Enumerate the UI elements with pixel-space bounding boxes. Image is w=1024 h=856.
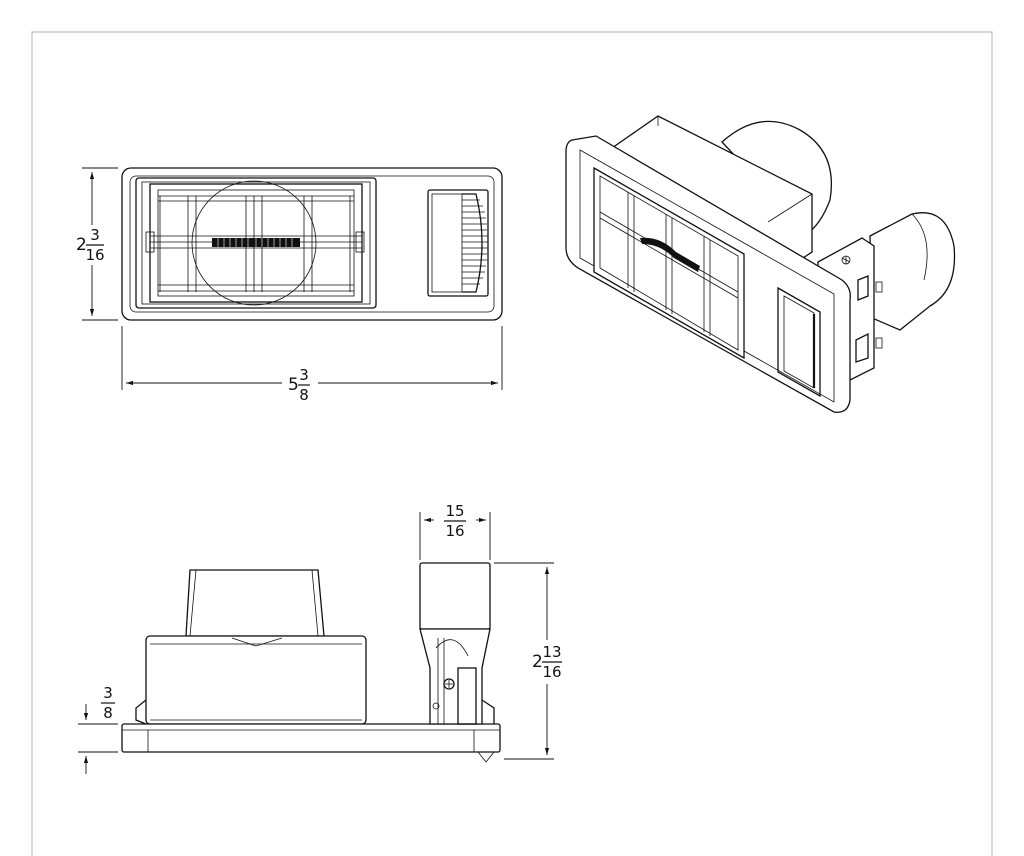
dim-whole: 2 [76, 235, 87, 255]
isometric-view [565, 115, 956, 413]
dim-denominator: 16 [85, 246, 104, 264]
dim-numerator: 15 [445, 502, 464, 520]
dim-text-front-width: 5 3 8 [284, 366, 316, 404]
front-view [121, 167, 503, 321]
dim-text-side-flange: 3 8 [101, 684, 115, 722]
side-flange-dimension [78, 704, 118, 774]
front-width-dimension [121, 326, 503, 390]
dim-text-side-height: 2 13 16 [530, 642, 566, 682]
side-height-dimension [494, 562, 554, 760]
dim-numerator: 3 [103, 684, 113, 702]
dim-denominator: 8 [103, 704, 113, 722]
front-height-dimension [82, 167, 118, 321]
side-view [121, 562, 501, 763]
dim-numerator: 3 [90, 226, 100, 244]
dim-denominator: 16 [542, 663, 561, 681]
dim-whole: 2 [532, 652, 543, 672]
dim-whole: 5 [288, 375, 299, 395]
dim-denominator: 8 [299, 386, 309, 404]
dim-numerator: 13 [542, 643, 561, 661]
sheet-border [31, 31, 993, 856]
dim-numerator: 3 [299, 366, 309, 384]
side-depth-dimension [419, 512, 491, 560]
dim-text-side-depth: 15 16 [444, 502, 466, 540]
dim-denominator: 16 [445, 522, 464, 540]
dim-text-front-height: 2 3 16 [70, 226, 110, 264]
